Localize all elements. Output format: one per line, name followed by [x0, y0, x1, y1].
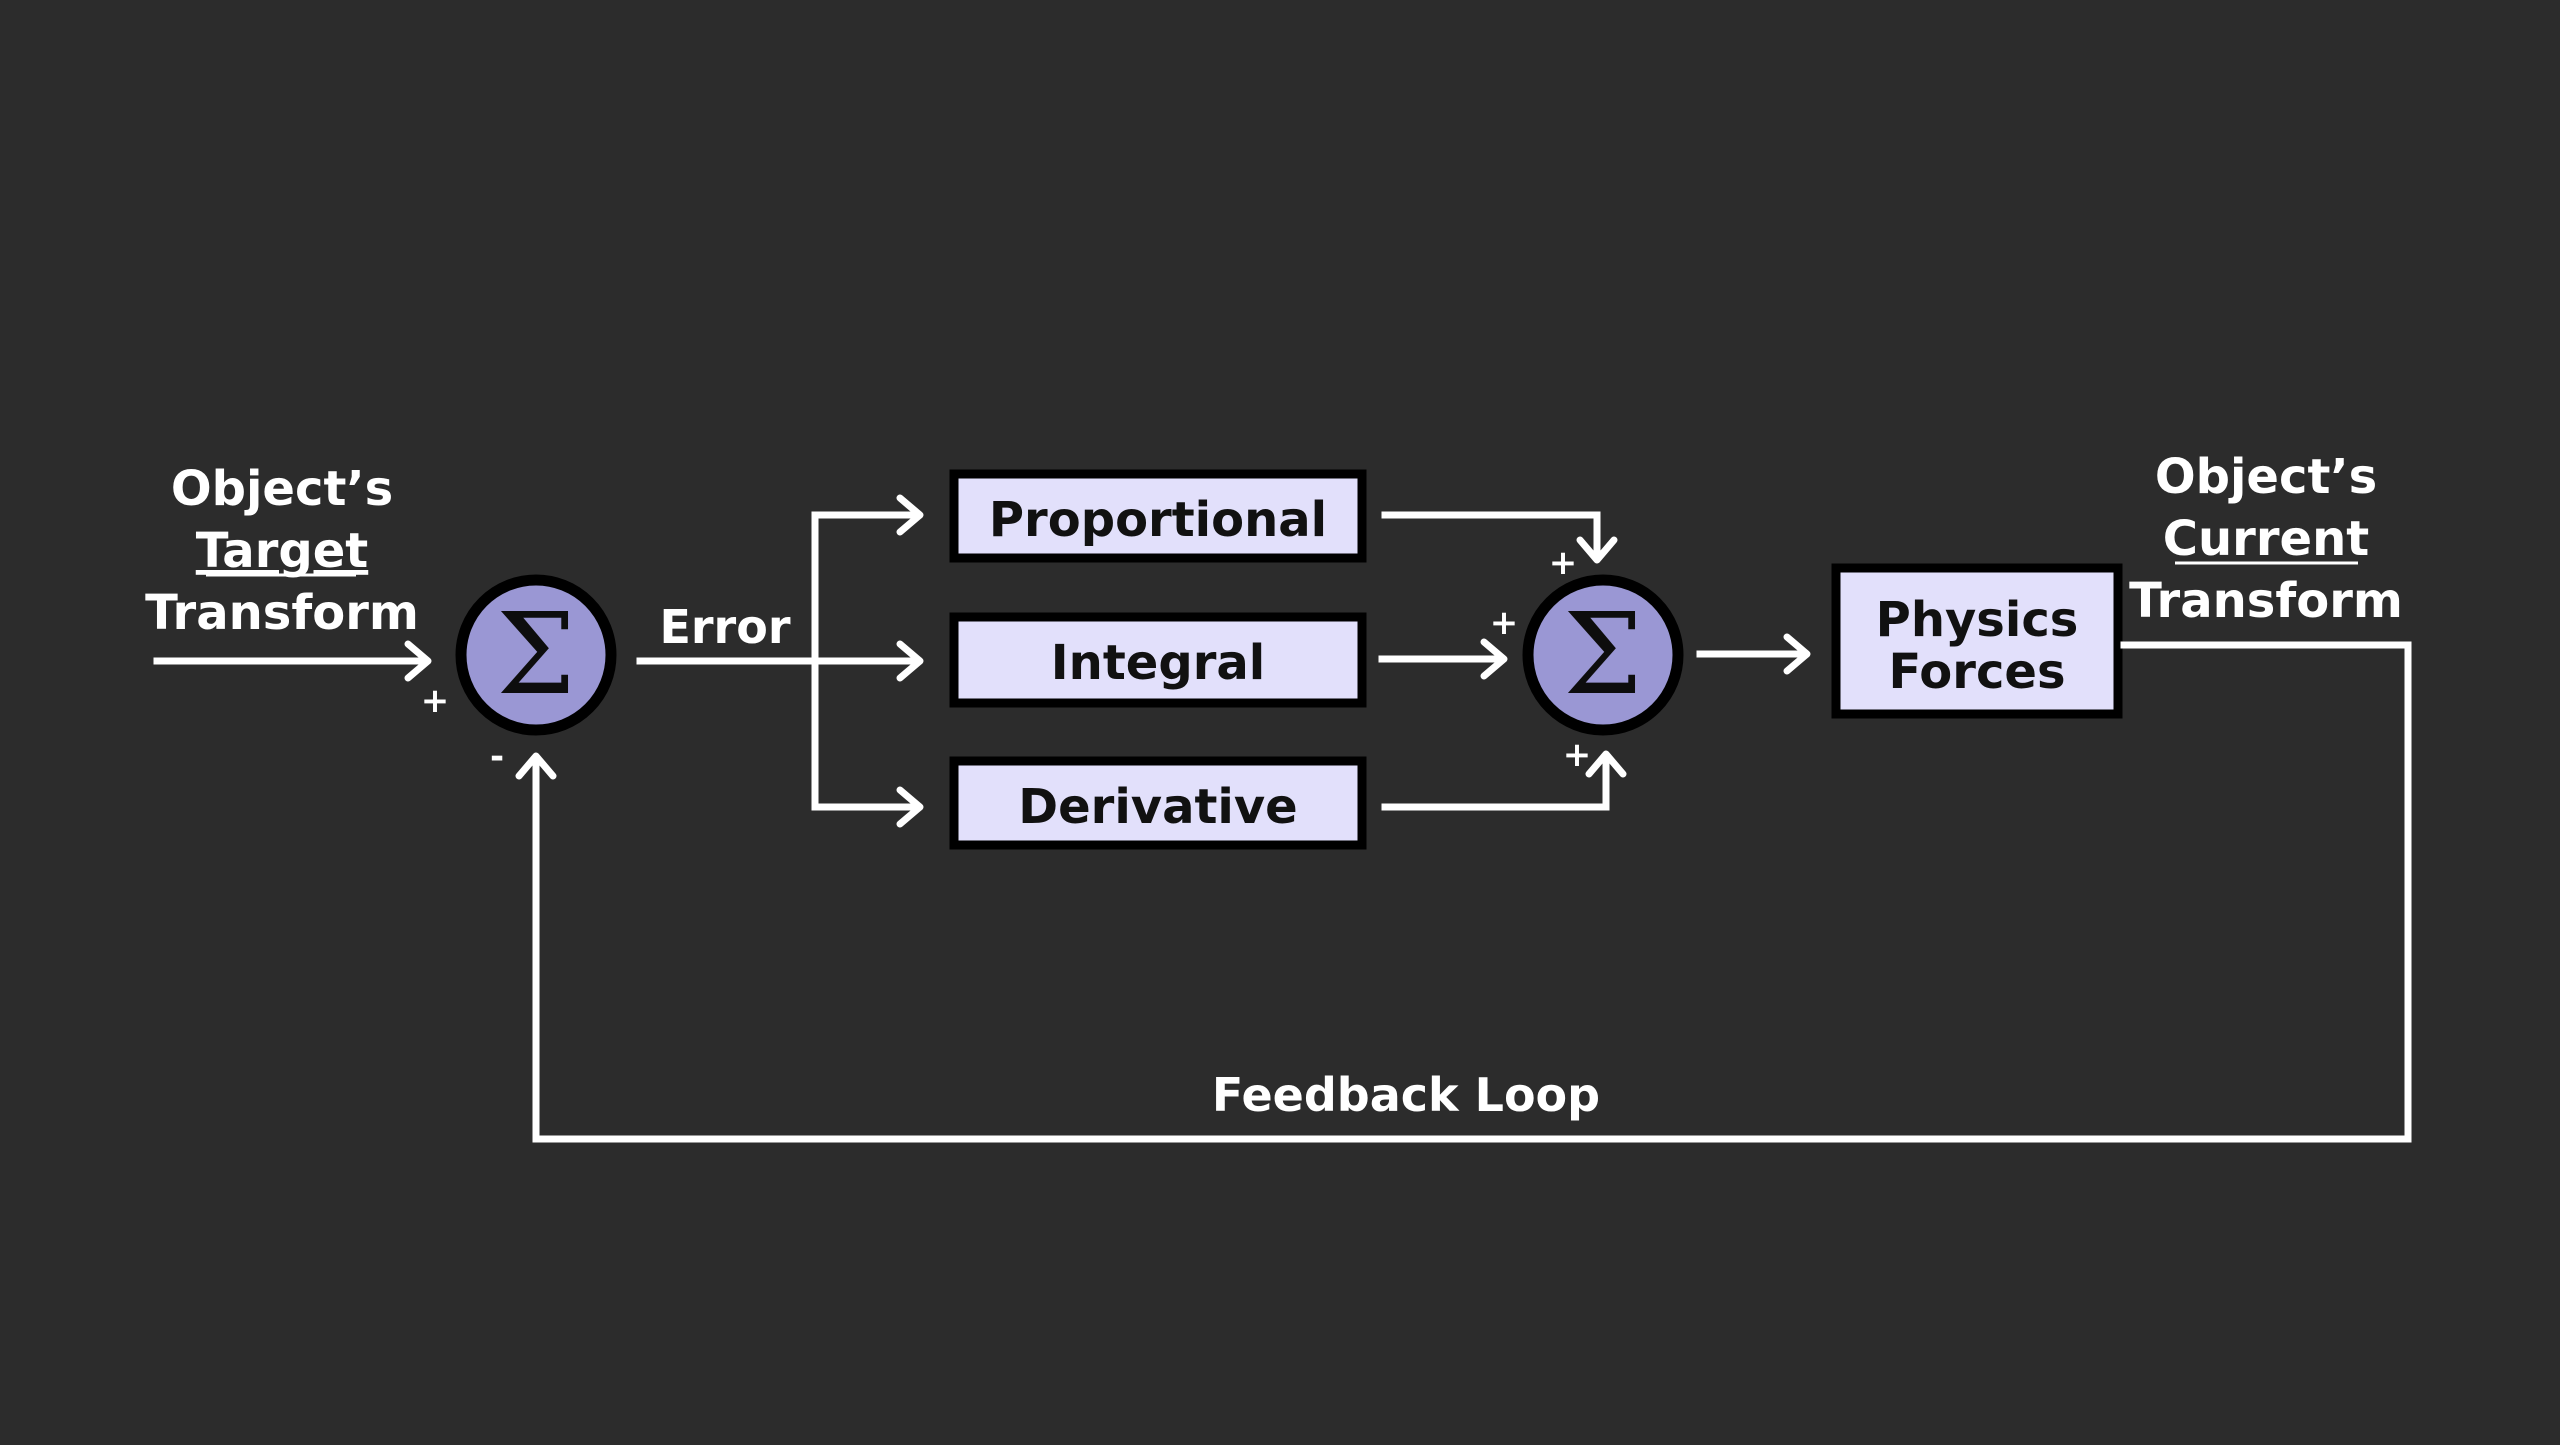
summing-junction-1: Σ — [455, 574, 617, 736]
input-label-line1: Object’s — [171, 461, 393, 517]
summing-junction-2: Σ — [1522, 574, 1684, 736]
proportional-block: Proportional — [949, 469, 1367, 563]
physics-forces-block: Physics Forces — [1831, 563, 2123, 719]
input-arrow — [153, 640, 432, 682]
input-label: Object’s Target Transform — [145, 461, 419, 641]
summing-junction-1-circle — [455, 574, 617, 736]
output-label: Object’s Current Transform — [2129, 449, 2403, 629]
integral-block: Integral — [949, 612, 1367, 708]
sign-feedback-minus: - — [490, 737, 504, 777]
output-label-line1: Object’s — [2155, 449, 2377, 505]
integral-label: Integral — [1051, 635, 1265, 691]
sigma-symbol-2: Σ — [1563, 590, 1642, 720]
sigma-symbol-1: Σ — [496, 590, 575, 720]
physics-label-line1: Physics — [1876, 592, 2079, 648]
output-label-line3: Transform — [2129, 573, 2403, 629]
physics-label-line2: Forces — [1888, 644, 2065, 700]
sign-derivative-plus: + — [1563, 735, 1592, 775]
feedback-loop-wire — [515, 641, 2412, 1143]
error-label: Error — [659, 600, 790, 654]
derivative-label: Derivative — [1018, 779, 1297, 835]
error-split-wires — [636, 494, 924, 828]
sign-proportional-plus: + — [1549, 543, 1578, 583]
input-label-line3: Transform — [145, 585, 419, 641]
summing-junction-2-circle — [1522, 574, 1684, 736]
feedback-loop-label: Feedback Loop — [1212, 1068, 1600, 1122]
derivative-block: Derivative — [949, 756, 1367, 850]
proportional-label: Proportional — [989, 492, 1327, 548]
sum-to-physics-arrow — [1696, 633, 1811, 675]
pid-output-wires — [1378, 511, 1627, 811]
sign-integral-plus: + — [1490, 603, 1519, 643]
output-label-line2: Current — [2163, 511, 2369, 567]
input-label-line2: Target — [196, 523, 368, 579]
sign-target-plus: + — [421, 681, 450, 721]
